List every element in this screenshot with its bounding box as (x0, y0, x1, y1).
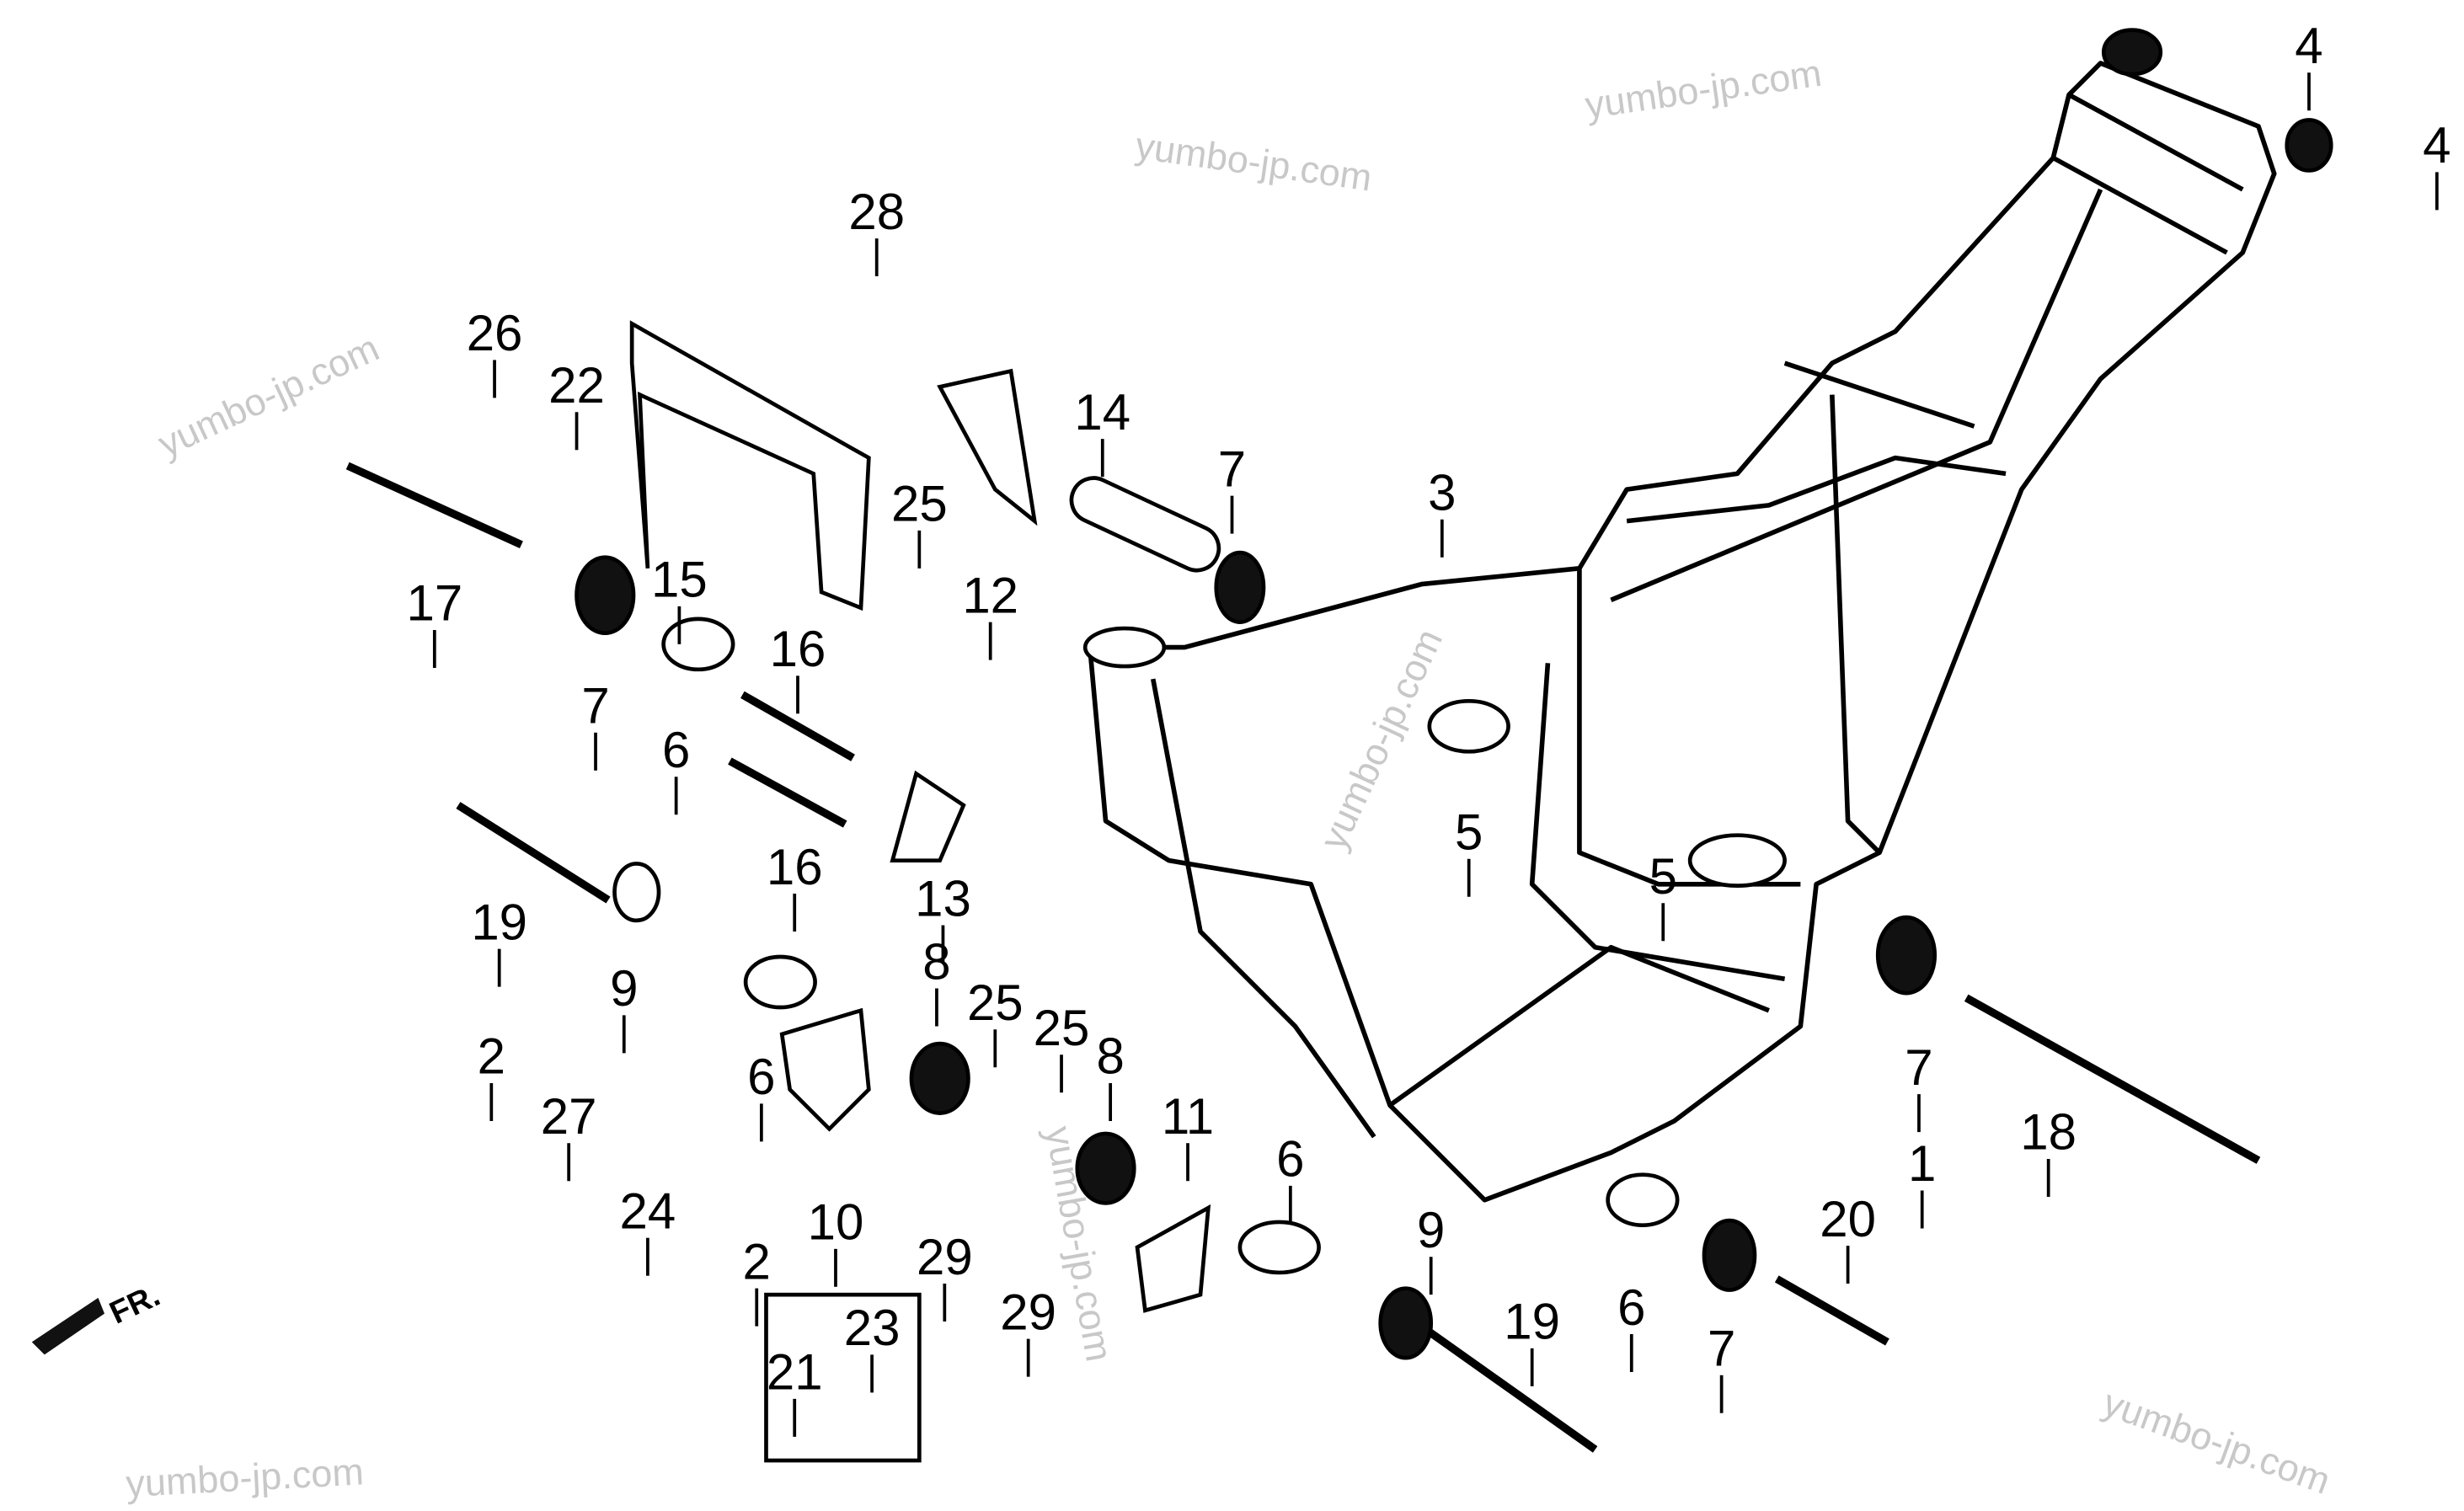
frame-assembly (1082, 61, 2277, 1203)
watermarks: yumbo-jp.com yumbo-jp.com yumbo-jp.com yumb… (125, 51, 2336, 1505)
callout-5: 5 (1649, 848, 1677, 905)
callout-1: 1 (1908, 1135, 1936, 1192)
callout-29: 29 (1000, 1284, 1056, 1340)
callout-13: 13 (915, 870, 971, 926)
callout-6: 6 (662, 722, 690, 778)
callout-18: 18 (2020, 1104, 2076, 1161)
callout-15: 15 (651, 552, 708, 608)
watermark-text: yumbo-jp.com (1583, 51, 1825, 127)
watermark-text: yumbo-jp.com (2098, 1380, 2336, 1503)
callout-5: 5 (1455, 804, 1483, 861)
callout-22: 22 (548, 357, 605, 414)
callout-2: 2 (743, 1233, 771, 1289)
callout-19: 19 (471, 894, 527, 950)
callout-6: 6 (1617, 1279, 1645, 1336)
callout-26: 26 (467, 305, 523, 361)
callout-29: 29 (917, 1229, 973, 1285)
watermark-text: yumbo-jp.com (1133, 124, 1375, 200)
callout-17: 17 (406, 575, 462, 632)
watermark-text: yumbo-jp.com (125, 1450, 365, 1505)
callout-21: 21 (767, 1344, 823, 1401)
callout-4: 4 (2295, 18, 2322, 74)
callout-6: 6 (747, 1049, 775, 1105)
callout-8: 8 (1096, 1028, 1124, 1085)
callout-14: 14 (1074, 384, 1130, 440)
callout-11: 11 (1162, 1088, 1214, 1145)
callout-9: 9 (610, 960, 638, 1017)
callout-7: 7 (581, 678, 609, 734)
callout-2: 2 (478, 1028, 505, 1085)
callout-27: 27 (541, 1088, 597, 1145)
callout-16: 16 (770, 621, 826, 677)
front-indicator: FR. (31, 1277, 165, 1355)
watermark-text: yumbo-jp.com (152, 326, 386, 466)
loose-parts (345, 28, 2333, 1463)
callout-6: 6 (1276, 1131, 1304, 1188)
watermark-text: yumbo-jp.com (1312, 622, 1451, 857)
callout-8: 8 (922, 933, 950, 990)
callout-16: 16 (767, 839, 823, 895)
callout-19: 19 (1504, 1294, 1560, 1350)
callout-3: 3 (1428, 464, 1456, 521)
front-label: FR. (104, 1277, 165, 1331)
callout-9: 9 (1417, 1202, 1445, 1258)
callout-7: 7 (1905, 1039, 1932, 1096)
callout-10: 10 (808, 1194, 864, 1251)
front-arrow-icon (31, 1297, 105, 1355)
callout-20: 20 (1820, 1191, 1876, 1247)
callout-24: 24 (620, 1183, 676, 1239)
callout-25: 25 (1034, 1000, 1090, 1056)
callout-23: 23 (844, 1300, 901, 1356)
callout-28: 28 (848, 184, 905, 240)
callout-25: 25 (967, 974, 1024, 1031)
callout-4: 4 (2423, 117, 2451, 174)
callout-7: 7 (1218, 440, 1246, 497)
callout-7: 7 (1708, 1321, 1735, 1377)
callout-12: 12 (962, 567, 1018, 623)
callout-25: 25 (891, 476, 948, 532)
